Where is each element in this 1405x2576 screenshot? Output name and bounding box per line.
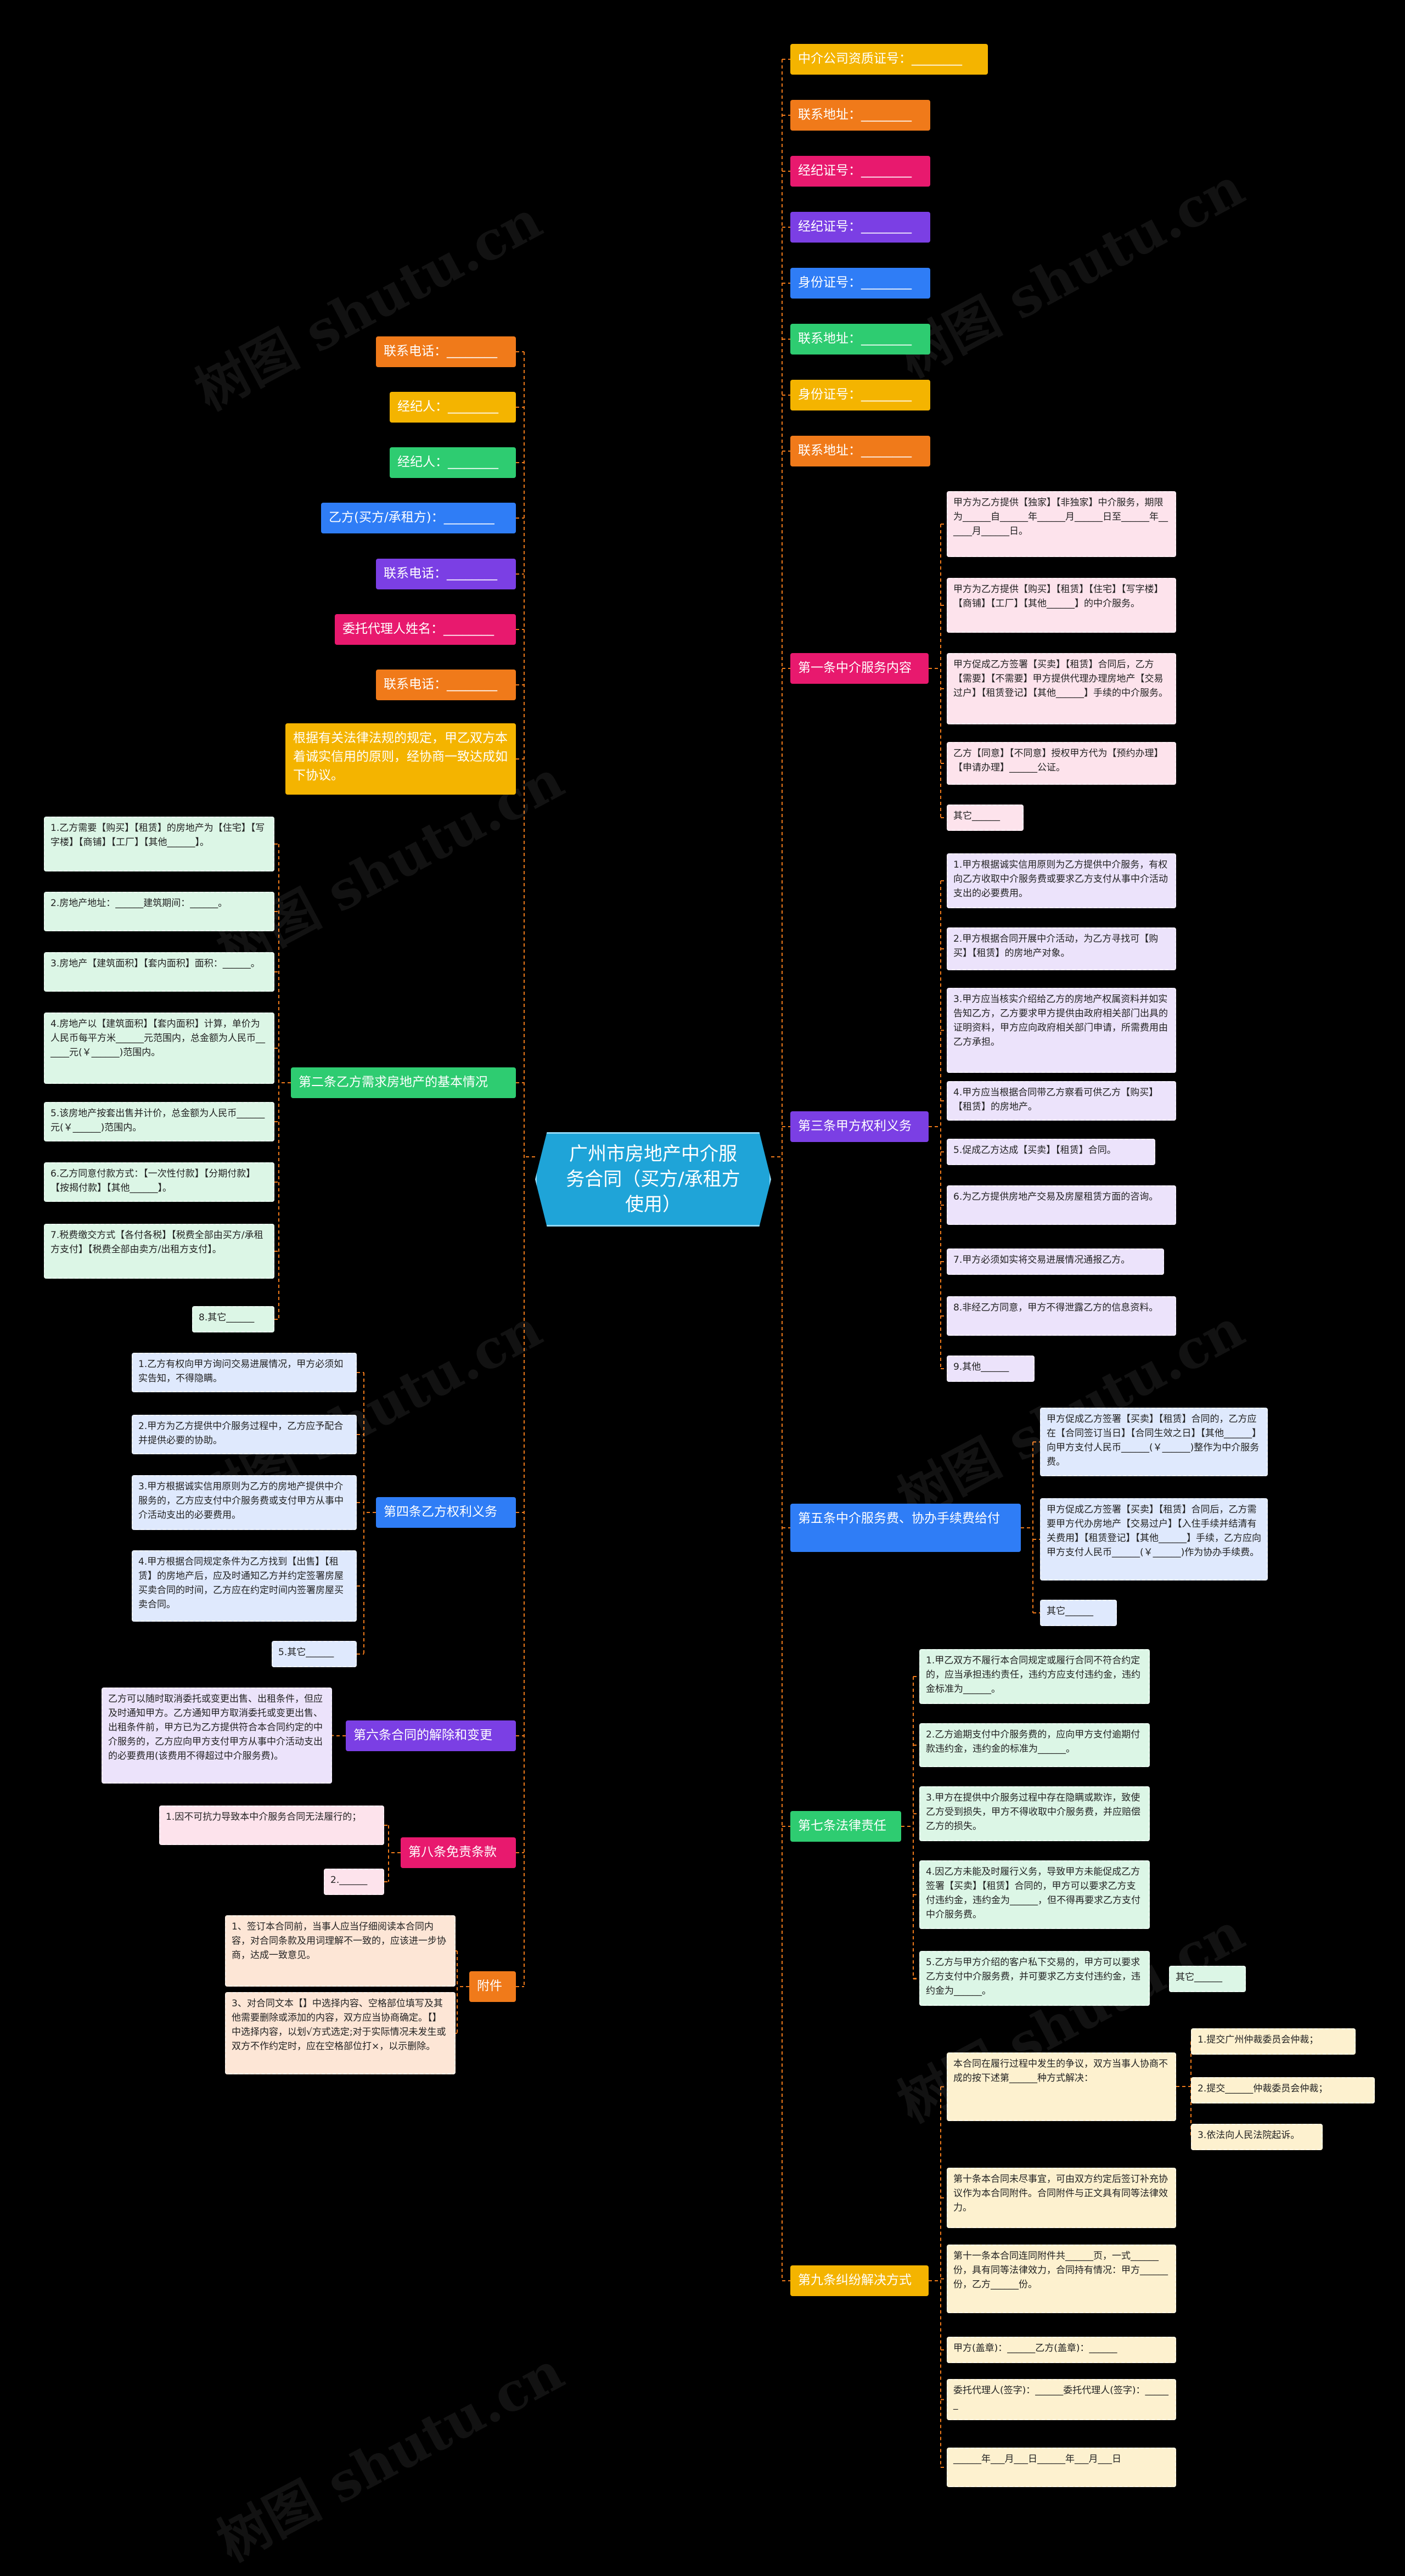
s9-item[interactable]: 第十一条本合同连同附件共______页，一式______份，具有同等法律效力，合… xyxy=(947,2245,1176,2313)
s7-item[interactable]: 其它______ xyxy=(1169,1966,1246,1992)
s9-item[interactable]: 甲方(盖章)：______乙方(盖章)：______ xyxy=(947,2337,1176,2363)
field-node[interactable]: 联系地址：________ xyxy=(790,100,930,131)
s9-item[interactable]: ______年___月___日______年___月___日 xyxy=(947,2448,1176,2487)
s2-item[interactable]: 1.乙方需要【购买】【租赁】的房地产为【住宅】【写字楼】【商铺】【工厂】【其他_… xyxy=(44,817,274,871)
s1-item[interactable]: 乙方【同意】【不同意】授权甲方代为【预约办理】【申请办理】______公证。 xyxy=(947,742,1176,785)
s9-sub-item[interactable]: 3.依法向人民法院起诉。 xyxy=(1191,2124,1323,2150)
s4-item[interactable]: 5.其它______ xyxy=(272,1641,357,1667)
s6-item[interactable]: 乙方可以随时取消委托或变更出售、出租条件，但应及时通知甲方。乙方通知甲方取消委托… xyxy=(102,1688,332,1784)
s7-item[interactable]: 3.甲方在提供中介服务过程中存在隐瞒或欺诈，致使乙方受到损失，甲方不得收取中介服… xyxy=(919,1786,1150,1841)
s3-item[interactable]: 7.甲方必须如实将交易进展情况通报乙方。 xyxy=(947,1248,1164,1275)
s7-item[interactable]: 1.甲乙双方不履行本合同规定或履行合同不符合约定的，应当承担违约责任，违约方应支… xyxy=(919,1649,1150,1704)
s3-item[interactable]: 8.非经乙方同意，甲方不得泄露乙方的信息资料。 xyxy=(947,1296,1176,1336)
s2-item[interactable]: 6.乙方同意付款方式：【一次性付款】【分期付款】【按揭付款】【其他______】… xyxy=(44,1162,274,1202)
s2-item[interactable]: 8.其它______ xyxy=(192,1306,274,1332)
s1-item[interactable]: 甲方促成乙方签署【买卖】【租赁】合同后，乙方【需要】【不需要】甲方提供代理办理房… xyxy=(947,653,1176,724)
field-node[interactable]: 经纪人：________ xyxy=(390,447,516,478)
s9-sub-item[interactable]: 1.提交广州仲裁委员会仲裁； xyxy=(1191,2028,1356,2055)
section-s8[interactable]: 第八条免责条款 xyxy=(401,1837,516,1868)
s3-item[interactable]: 9.其他______ xyxy=(947,1356,1035,1382)
attach-item[interactable]: 3、对合同文本【】中选择内容、空格部位填写及其他需要删除或添加的内容，双方应当协… xyxy=(225,1992,456,2074)
s1-item[interactable]: 甲方为乙方提供【购买】【租赁】【住宅】【写字楼】【商铺】【工厂】【其他_____… xyxy=(947,578,1176,633)
field-node[interactable]: 乙方(买方/承租方)：________ xyxy=(321,503,516,533)
s4-item[interactable]: 3.甲方根据诚实信用原则为乙方的房地产提供中介服务的，乙方应支付中介服务费或支付… xyxy=(132,1475,357,1530)
s3-item[interactable]: 2.甲方根据合同开展中介活动，为乙方寻找可【购买】【租赁】的房地产对象。 xyxy=(947,927,1176,970)
intro-node[interactable]: 根据有关法律法规的规定，甲乙双方本着诚实信用的原则，经协商一致达成如下协议。 xyxy=(285,723,516,795)
field-node[interactable]: 联系地址：________ xyxy=(790,324,930,355)
s5-item[interactable]: 甲方促成乙方签署【买卖】【租赁】合同的，乙方应在【合同签订当日】【合同生效之日】… xyxy=(1040,1408,1268,1476)
s9-item[interactable]: 委托代理人(签字)：______委托代理人(签字)：______ xyxy=(947,2379,1176,2420)
s7-item[interactable]: 2.乙方逾期支付中介服务费的，应向甲方支付逾期付款违约金，违约金的标准为____… xyxy=(919,1723,1150,1767)
s8-item[interactable]: 1.因不可抗力导致本中介服务合同无法履行的； xyxy=(159,1806,384,1845)
s4-item[interactable]: 4.甲方根据合同规定条件为乙方找到【出售】【租赁】的房地产后，应及时通知乙方并约… xyxy=(132,1550,357,1622)
section-s2[interactable]: 第二条乙方需求房地产的基本情况 xyxy=(291,1067,516,1098)
attach-item[interactable]: 1、签订本合同前，当事人应当仔细阅读本合同内容，对合同条款及用词理解不一致的，应… xyxy=(225,1915,456,1987)
field-node[interactable]: 联系电话：________ xyxy=(376,670,516,700)
s5-item[interactable]: 其它______ xyxy=(1040,1600,1117,1626)
s1-item[interactable]: 其它______ xyxy=(947,805,1024,831)
s3-item[interactable]: 4.甲方应当根据合同带乙方察看可供乙方【购买】【租赁】的房地产。 xyxy=(947,1081,1176,1121)
s3-item[interactable]: 1.甲方根据诚实信用原则为乙方提供中介服务，有权向乙方收取中介服务费或要求乙方支… xyxy=(947,853,1176,908)
s4-item[interactable]: 1.乙方有权向甲方询问交易进展情况，甲方必须如实告知，不得隐瞒。 xyxy=(132,1353,357,1392)
s2-item[interactable]: 4.房地产以【建筑面积】【套内面积】计算，单价为人民币每平方米______元范围… xyxy=(44,1013,274,1084)
field-node[interactable]: 经纪证号：________ xyxy=(790,156,930,187)
field-node[interactable]: 联系地址：________ xyxy=(790,436,930,466)
s3-item[interactable]: 3.甲方应当核实介绍给乙方的房地产权属资料并如实告知乙方，乙方要求甲方提供由政府… xyxy=(947,988,1176,1073)
field-node[interactable]: 联系电话：________ xyxy=(376,336,516,367)
section-s5[interactable]: 第五条中介服务费、协办手续费给付 xyxy=(790,1504,1021,1552)
root-title: 广州市房地产中介服务合同（买方/承租方使用） xyxy=(566,1143,740,1216)
field-node[interactable]: 中介公司资质证号：________ xyxy=(790,44,988,75)
s9-item[interactable]: 第十条本合同未尽事宜，可由双方约定后签订补充协议作为本合同附件。合同附件与正文具… xyxy=(947,2168,1176,2228)
s3-item[interactable]: 5.促成乙方达成【买卖】【租赁】合同。 xyxy=(947,1139,1155,1165)
section-s3[interactable]: 第三条甲方权利义务 xyxy=(790,1111,929,1142)
s5-item[interactable]: 甲方促成乙方签署【买卖】【租赁】合同后，乙方需要甲方代办房地产【交易过户】【入住… xyxy=(1040,1498,1268,1581)
s2-item[interactable]: 5.该房地产按套出售并计价，总金额为人民币______元(￥______)范围内… xyxy=(44,1102,274,1141)
s2-item[interactable]: 2.房地产地址：______建筑期间：______。 xyxy=(44,892,274,931)
field-node[interactable]: 身份证号：________ xyxy=(790,380,930,410)
section-s6[interactable]: 第六条合同的解除和变更 xyxy=(346,1720,516,1751)
s2-item[interactable]: 7.税费缴交方式【各付各税】【税费全部由买方/承租方支付】【税费全部由卖方/出租… xyxy=(44,1224,274,1279)
s9-sub-item[interactable]: 2.提交______仲裁委员会仲裁； xyxy=(1191,2077,1375,2103)
s2-item[interactable]: 3.房地产【建筑面积】【套内面积】面积：______。 xyxy=(44,952,274,992)
s7-item[interactable]: 4.因乙方未能及时履行义务，导致甲方未能促成乙方签署【买卖】【租赁】合同的，甲方… xyxy=(919,1860,1150,1929)
section-s7[interactable]: 第七条法律责任 xyxy=(790,1811,901,1842)
section-s4[interactable]: 第四条乙方权利义务 xyxy=(376,1497,516,1528)
section-s1[interactable]: 第一条中介服务内容 xyxy=(790,653,929,684)
field-node[interactable]: 经纪人：________ xyxy=(390,392,516,423)
root-topic[interactable]: 广州市房地产中介服务合同（买方/承租方使用） xyxy=(535,1132,771,1227)
section-s9[interactable]: 第九条纠纷解决方式 xyxy=(790,2265,929,2296)
section-attach[interactable]: 附件 xyxy=(469,1971,516,2002)
field-node[interactable]: 经纪证号：________ xyxy=(790,212,930,243)
s8-item[interactable]: 2.______ xyxy=(324,1869,384,1895)
field-node[interactable]: 联系电话：________ xyxy=(376,559,516,589)
s1-item[interactable]: 甲方为乙方提供【独家】【非独家】中介服务，期限为______自______年__… xyxy=(947,491,1176,557)
field-node[interactable]: 委托代理人姓名：________ xyxy=(335,614,516,645)
s9-item[interactable]: 本合同在履行过程中发生的争议，双方当事人协商不成的按下述第______种方式解决… xyxy=(947,2052,1176,2121)
s3-item[interactable]: 6.为乙方提供房地产交易及房屋租赁方面的咨询。 xyxy=(947,1185,1176,1225)
field-node[interactable]: 身份证号：________ xyxy=(790,268,930,299)
s7-item[interactable]: 5.乙方与甲方介绍的客户私下交易的，甲方可以要求乙方支付中介服务费，并可要求乙方… xyxy=(919,1951,1150,2006)
s4-item[interactable]: 2.甲方为乙方提供中介服务过程中，乙方应予配合并提供必要的协助。 xyxy=(132,1415,357,1454)
